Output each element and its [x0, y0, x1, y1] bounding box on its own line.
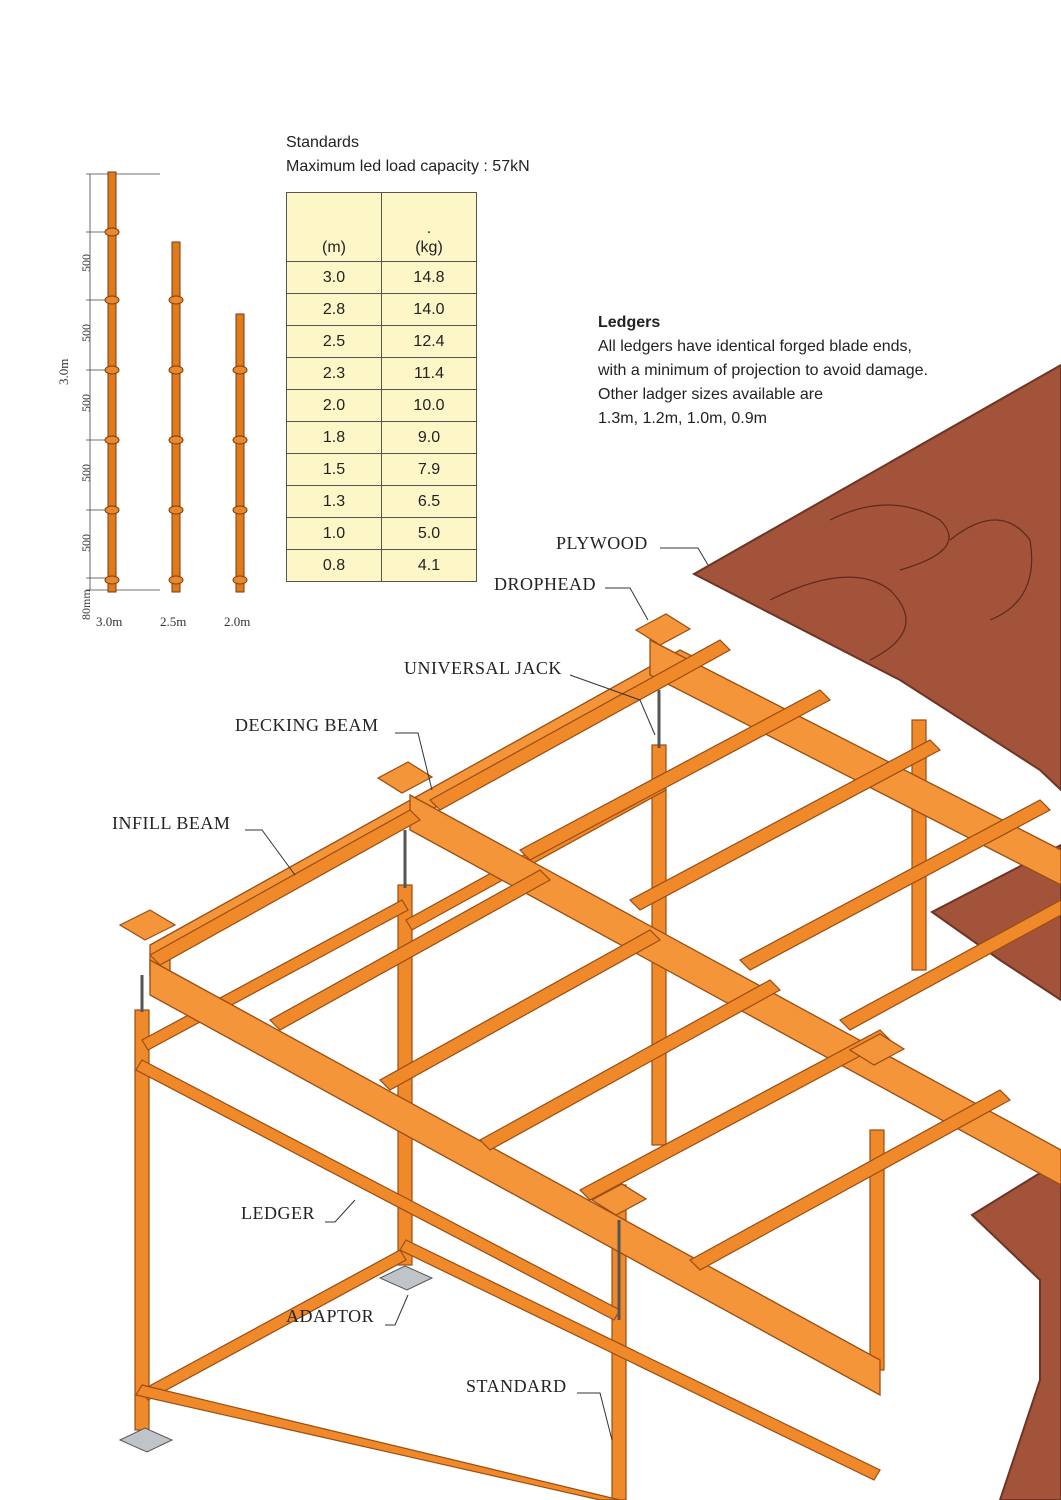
plywood-sheet-2 — [930, 843, 1061, 1002]
ledgers-line: All ledgers have identical forged blade … — [598, 338, 912, 355]
standard-tube-2m — [235, 313, 245, 593]
length-label-2m: 2.0m — [224, 614, 250, 629]
plywood-sheets — [691, 363, 1061, 1500]
ledgers-line: 1.3m, 1.2m, 1.0m, 0.9m — [598, 410, 767, 427]
label-infill-beam: INFILL BEAM — [112, 813, 231, 833]
label-standard: STANDARD — [466, 1376, 567, 1396]
standard-tube-3m — [107, 171, 117, 593]
segment-dim: 500 — [79, 254, 93, 272]
standards-heading: Standards — [286, 134, 359, 151]
label-ledger: LEDGER — [241, 1203, 315, 1223]
base-plates — [118, 1265, 434, 1453]
universal-jacks — [140, 690, 661, 1320]
label-adaptor: ADAPTOR — [286, 1306, 375, 1326]
segment-dim: 500 — [79, 324, 93, 342]
ledgers-line: with a minimum of projection to avoid da… — [598, 362, 928, 379]
plywood-sheet-3 — [970, 1158, 1061, 1500]
segment-dim: 500 — [79, 394, 93, 412]
ledgers-line: Other ladger sizes available are — [598, 386, 824, 403]
standards-drawing: 3.0m 500 500 500 500 500 80mm 3.0m 2.5m … — [56, 171, 250, 629]
label-universal-jack: UNIVERSAL JACK — [404, 658, 562, 678]
label-drophead: DROPHEAD — [494, 574, 597, 594]
overall-dim: 3.0m — [56, 359, 71, 385]
standards-capacity: Maximum led load capacity : 57kN — [286, 158, 530, 175]
label-decking-beam: DECKING BEAM — [235, 715, 379, 735]
segment-dim: 500 — [79, 534, 93, 552]
table-header-row: (m) . (kg) — [286, 192, 477, 262]
table-header-weight: . (kg) — [381, 192, 477, 262]
standard-tube-2-5m — [171, 241, 181, 593]
plywood-sheet-1 — [691, 363, 1061, 792]
label-plywood: PLYWOOD — [556, 533, 648, 553]
ledgers-title: Ledgers — [598, 314, 661, 331]
length-label-3m: 3.0m — [96, 614, 122, 629]
falsework-illustration — [118, 363, 1061, 1500]
ledgers-block: Ledgers All ledgers have identical forge… — [598, 311, 1038, 431]
rosettes — [104, 227, 248, 585]
length-label-2-5m: 2.5m — [160, 614, 186, 629]
infill-beams — [149, 639, 1061, 1271]
table-header-length: (m) — [286, 192, 382, 262]
base-dim: 80mm — [79, 589, 93, 620]
dropheads — [118, 613, 906, 1216]
segment-dim: 500 — [79, 464, 93, 482]
callout-leaders — [245, 547, 709, 1441]
